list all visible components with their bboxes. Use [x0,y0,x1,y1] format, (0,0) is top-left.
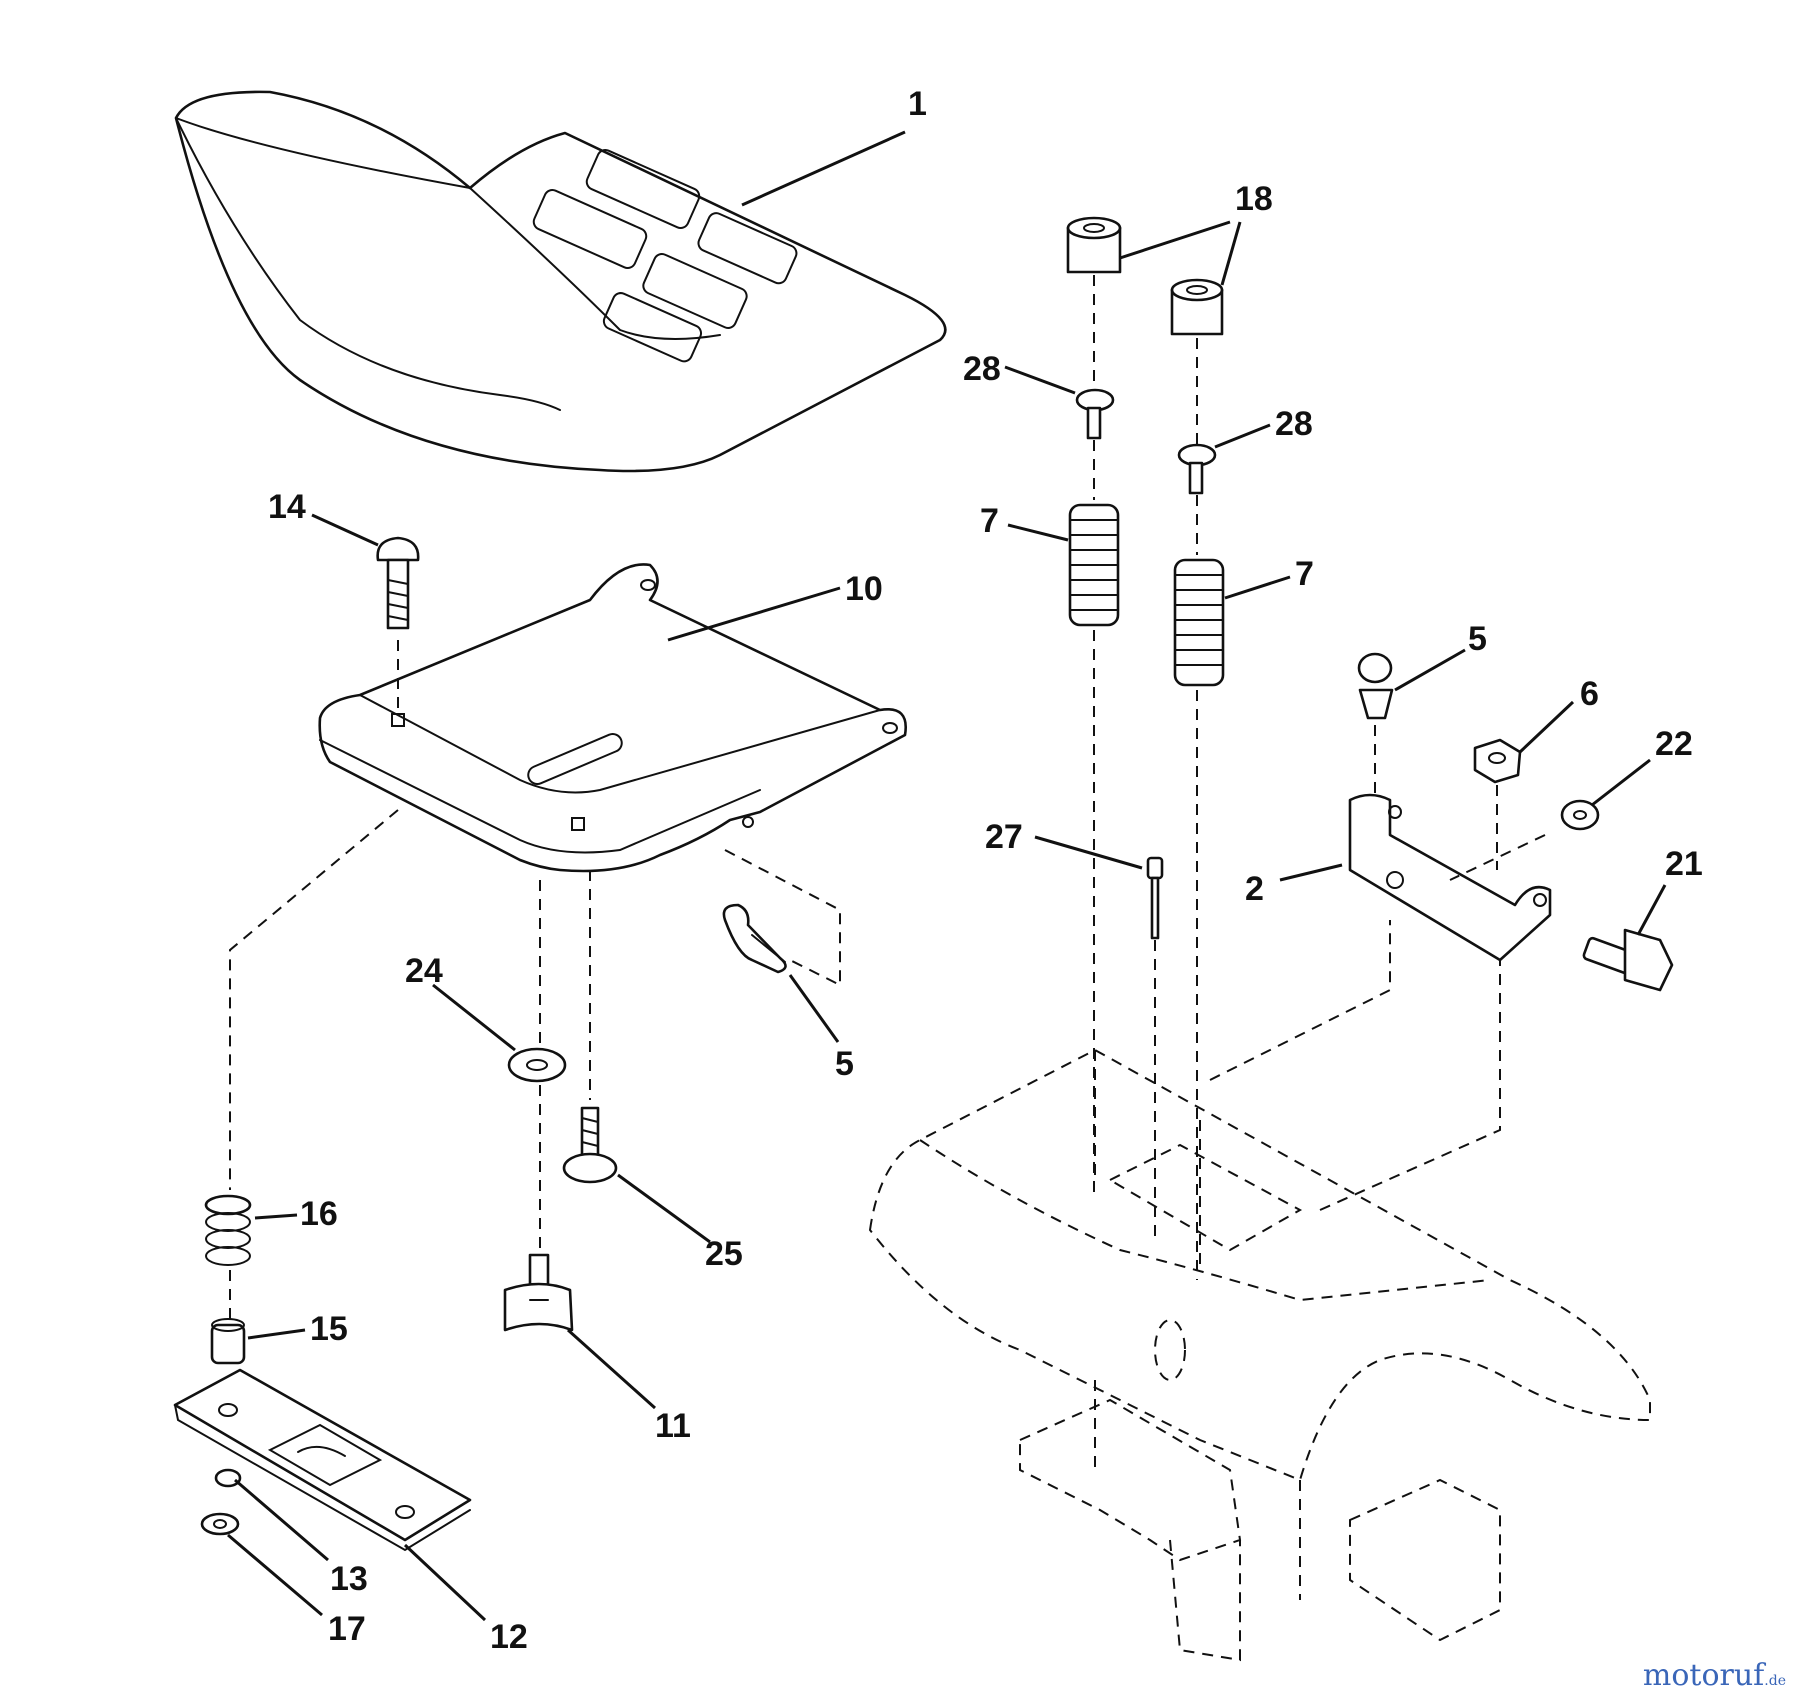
fender-outline [868,920,1651,1662]
adjustment-knob [503,1253,574,1332]
callout-13: 13 [330,1560,368,1598]
pivot-screw [1146,856,1164,940]
hex-screw [1075,388,1217,495]
callout-24: 24 [405,952,443,990]
assembly-lines [229,275,1546,1320]
seat-bracket [1348,793,1552,962]
callout-21: 21 [1665,845,1703,883]
callout-28-right: 28 [1275,405,1313,443]
flange-nut [200,1468,242,1536]
callout-16: 16 [300,1195,338,1233]
callout-1: 1 [908,85,927,123]
callout-11: 11 [655,1407,691,1445]
callout-25: 25 [705,1235,743,1273]
shoulder-bolt-hex [1582,928,1674,992]
watermark: motoruf.de [1643,1658,1786,1693]
callout-28-left: 28 [963,350,1001,388]
spacer [210,1318,246,1365]
callout-6: 6 [1580,675,1599,713]
hex-nut [1560,799,1600,831]
mounting-bracket [173,1368,472,1552]
hairpin-clip-right [1357,652,1394,720]
seat [174,90,947,473]
watermark-suffix: .de [1764,1673,1786,1689]
spacer-tube [1066,216,1224,336]
callout-5-left: 5 [835,1045,854,1083]
callout-17: 17 [328,1610,366,1648]
callout-22: 22 [1655,725,1693,763]
callout-7-right: 7 [1295,555,1314,593]
leader-lines [227,130,1667,1622]
watermark-name: motoruf [1642,1658,1765,1693]
hairpin-clip-left [722,903,787,974]
callout-labels: 1 18 28 28 7 7 14 10 5 6 22 27 2 21 24 5… [268,85,1703,1656]
callout-7-left: 7 [980,502,999,540]
callout-10: 10 [845,570,883,608]
callout-27: 27 [985,818,1023,856]
lock-nut [1473,738,1522,784]
washer [507,1047,567,1083]
spring-large [1068,503,1225,687]
callout-12: 12 [490,1618,528,1656]
shoulder-bolt [562,1106,618,1184]
callout-5-right: 5 [1468,620,1487,658]
callout-2: 2 [1245,870,1264,908]
carriage-bolt [376,536,420,630]
callout-14: 14 [268,488,306,526]
callout-15: 15 [310,1310,348,1348]
callout-18: 18 [1235,180,1273,218]
seat-pan [318,563,908,873]
spring-small [204,1194,252,1266]
